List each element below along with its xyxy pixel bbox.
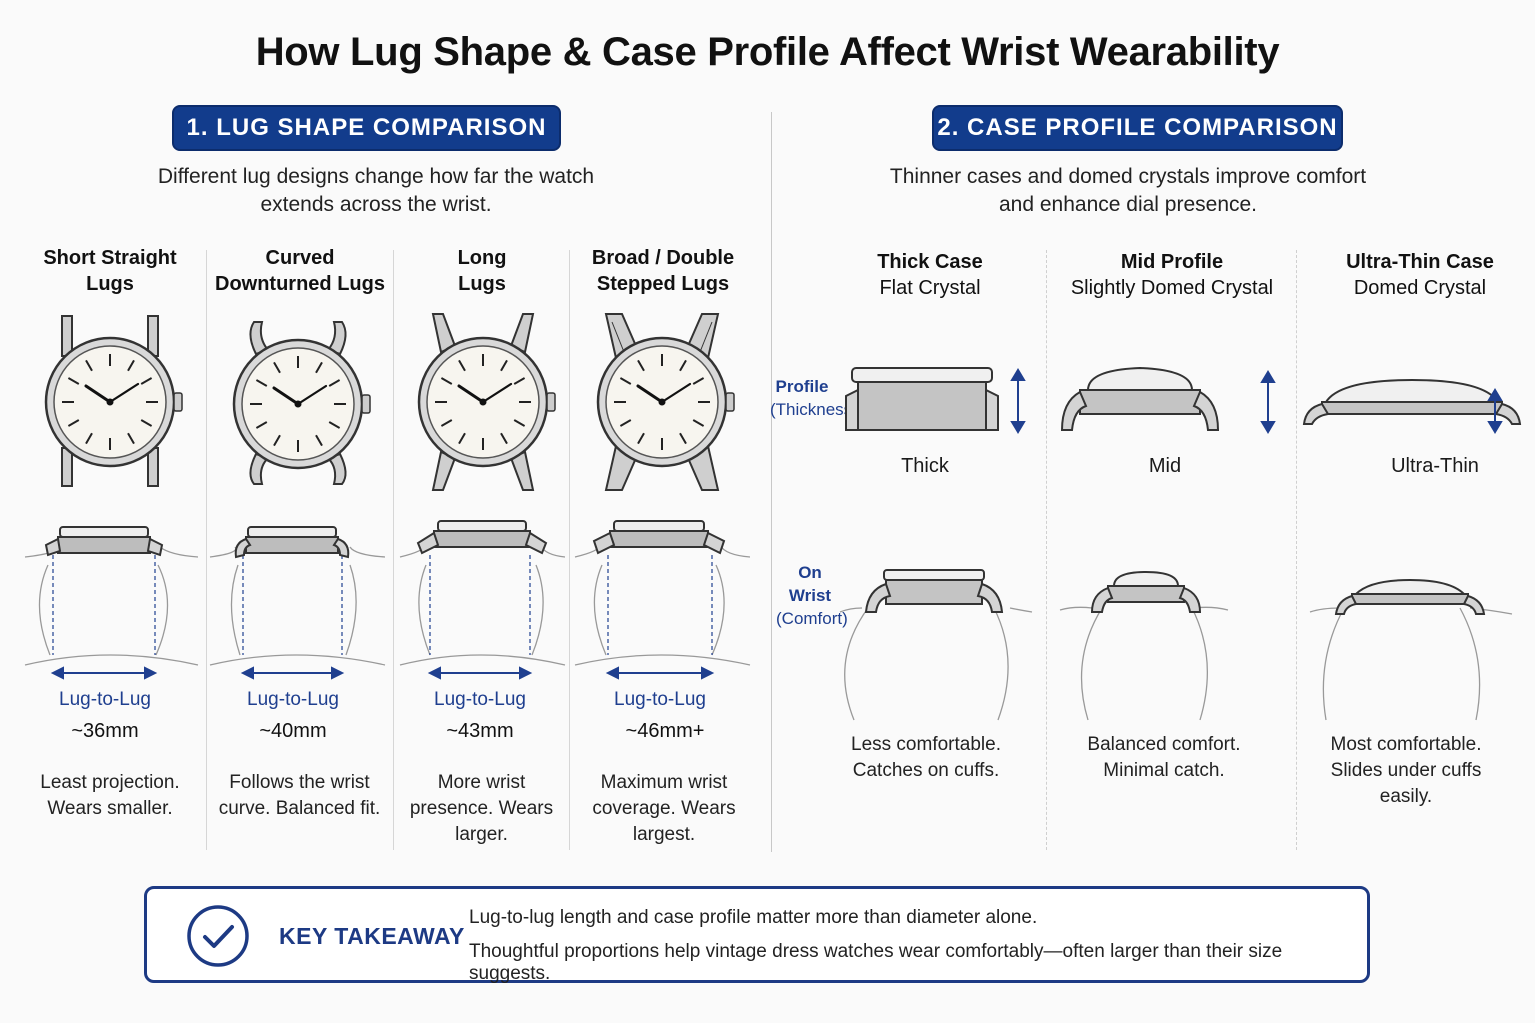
case-section-badge: 2. CASE PROFILE COMPARISON (932, 105, 1343, 151)
long-lug-watch-icon (417, 313, 557, 491)
lug-to-lug-value: ~40mm (259, 720, 327, 742)
profile-label: Thick (901, 455, 949, 477)
profile-label: Ultra-Thin (1391, 455, 1479, 477)
column-divider (206, 250, 207, 850)
column-divider (1046, 250, 1047, 850)
stepped-lug-watch-icon (596, 313, 736, 491)
case-profile-icons (845, 366, 1522, 434)
case-column-description: Less comfortable.Catches on cuffs. (851, 734, 1001, 781)
lug-to-lug-label: Lug-to-Lug (614, 689, 706, 710)
column-divider (569, 250, 570, 850)
key-takeaway-line1: Lug-to-lug length and case profile matte… (469, 907, 1038, 928)
profile-row-label: Profile(Thickness) (770, 377, 858, 419)
profile-label: Mid (1148, 455, 1182, 477)
lug-to-lug-label: Lug-to-Lug (59, 689, 151, 710)
key-takeaway-line2: Thoughtful proportions help vintage dres… (469, 941, 1283, 984)
lug-to-lug-value: ~46mm+ (625, 720, 705, 742)
lug-section-subtitle: Different lug designs change how far the… (157, 165, 595, 216)
column-divider (393, 250, 394, 850)
wrist-row-label: On Wrist(Comfort) (776, 563, 848, 628)
case-column-description: Balanced comfort.Minimal catch. (1087, 734, 1241, 781)
lug-to-lug-value: ~36mm (71, 720, 139, 742)
case-section-subtitle: Thinner cases and domed crystals improve… (889, 165, 1367, 216)
page-title: How Lug Shape & Case Profile Affect Wris… (255, 30, 1280, 74)
short-straight-lug-watch-icon (44, 315, 184, 487)
wrist-side-view-icon (24, 520, 751, 680)
column-divider (1296, 250, 1297, 850)
lug-section-badge: 1. LUG SHAPE COMPARISON (172, 105, 561, 151)
curved-lug-watch-icon (232, 321, 372, 485)
on-wrist-comfort-icons (839, 569, 1513, 721)
lug-to-lug-value: ~43mm (446, 720, 514, 742)
key-takeaway-box: KEY TAKEAWAY Lug-to-lug length and case … (144, 886, 1370, 984)
lug-column-description: Least projection.Wears smaller. (40, 772, 180, 819)
key-takeaway-label: KEY TAKEAWAY (279, 923, 465, 949)
section-divider (771, 112, 772, 852)
checkmark-icon (187, 905, 249, 967)
lug-to-lug-label: Lug-to-Lug (434, 689, 526, 710)
lug-to-lug-label: Lug-to-Lug (247, 689, 339, 710)
